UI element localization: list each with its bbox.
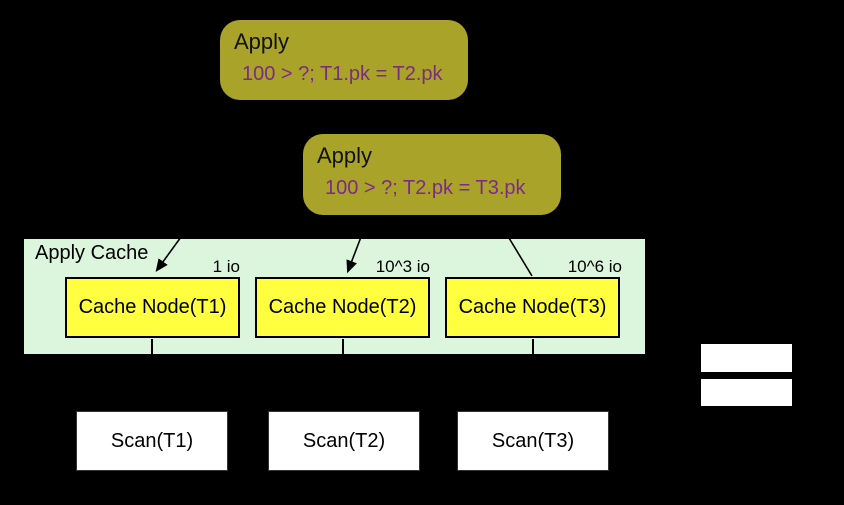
io-cost-label-t3: 10^6 io	[567, 257, 622, 276]
apply-node-2: Apply 100 > ?; T2.pk = T3.pk	[303, 134, 561, 215]
equals-bar-top	[701, 344, 792, 372]
cache-node-t3: Cache Node(T3)	[445, 277, 620, 338]
apply-node-2-predicate: 100 > ?; T2.pk = T3.pk	[325, 177, 526, 199]
apply-node-1-predicate: 100 > ?; T1.pk = T2.pk	[242, 63, 443, 85]
io-cost-label-t1: 1 io	[212, 257, 240, 276]
io-cost-label-t2: 10^3 io	[375, 257, 430, 276]
cache-node-t2: Cache Node(T2)	[255, 277, 430, 338]
scan-node-t2-label: Scan(T2)	[302, 429, 386, 452]
scan-node-t2: Scan(T2)	[268, 411, 420, 471]
equals-bar-bottom	[701, 379, 792, 406]
cache-node-t2-label: Cache Node(T2)	[268, 296, 417, 318]
scan-node-t3: Scan(T3)	[457, 411, 609, 471]
scan-node-t1: Scan(T1)	[76, 411, 228, 471]
cache-node-t1: Cache Node(T1)	[65, 277, 240, 338]
scan-node-t1-label: Scan(T1)	[110, 429, 194, 452]
cache-node-t3-label: Cache Node(T3)	[458, 296, 607, 318]
apply-node-1: Apply 100 > ?; T1.pk = T2.pk	[220, 20, 468, 100]
apply-node-1-title: Apply	[234, 29, 290, 54]
apply-cache-label: Apply Cache	[35, 242, 149, 264]
cache-node-t1-label: Cache Node(T1)	[78, 296, 227, 318]
apply-node-2-title: Apply	[317, 143, 373, 168]
scan-node-t3-label: Scan(T3)	[491, 429, 575, 452]
